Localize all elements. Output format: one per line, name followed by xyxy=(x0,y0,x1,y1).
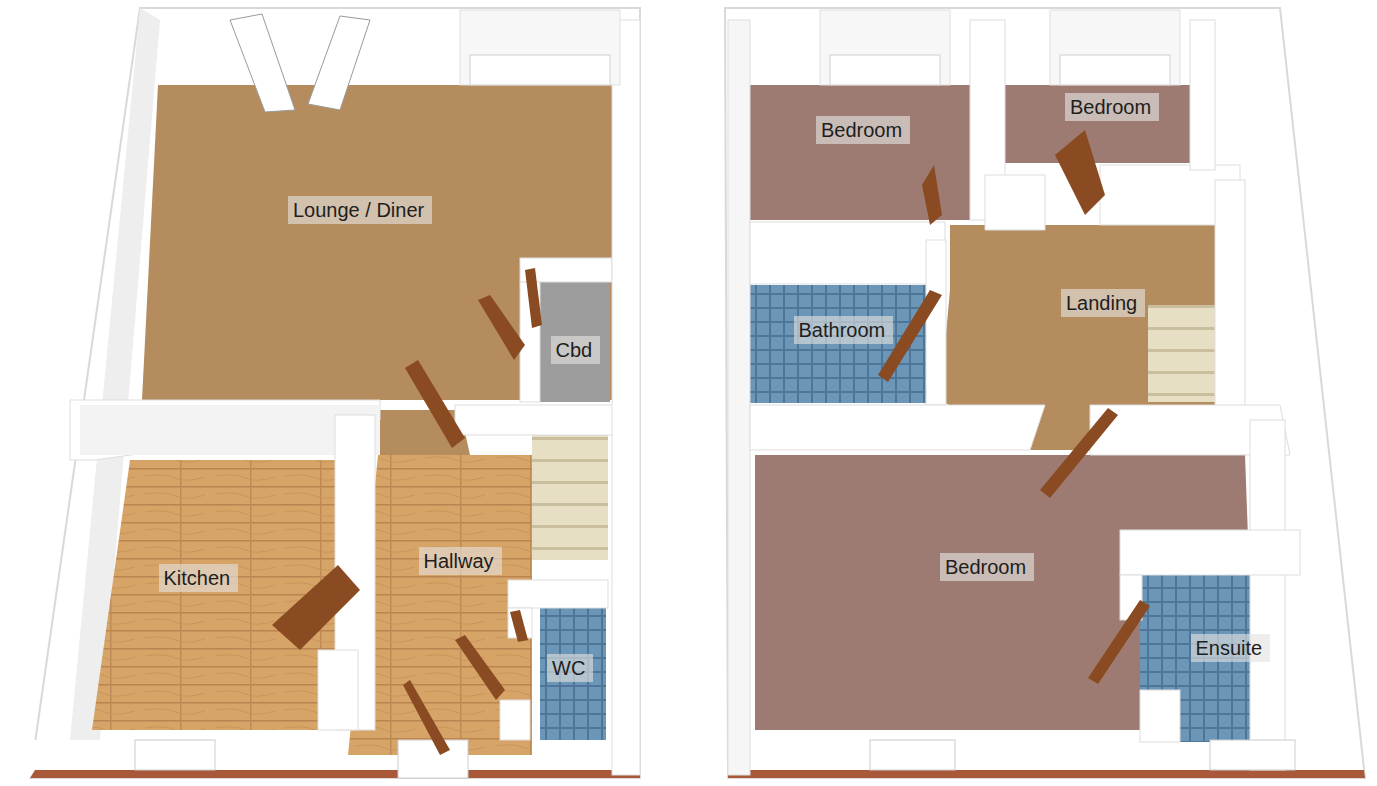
plan-shape xyxy=(985,175,1045,230)
plan-shape xyxy=(1190,20,1215,170)
plan-shape xyxy=(405,360,465,448)
plan-shape xyxy=(725,8,1365,778)
room-label: WC xyxy=(547,654,593,682)
room-label: Kitchen xyxy=(159,564,238,592)
plan-shape xyxy=(540,608,606,740)
room-name: Cbd xyxy=(556,338,595,362)
plan-shape xyxy=(525,268,542,328)
plan-shape xyxy=(870,740,955,770)
room-label: Cbd xyxy=(551,336,600,364)
plan-shape xyxy=(1005,85,1190,163)
plan-shape xyxy=(135,740,215,770)
plan-shape xyxy=(403,680,450,755)
plan-shape xyxy=(532,435,608,560)
room-name: Bedroom xyxy=(1070,95,1154,119)
plan-shape xyxy=(92,460,335,730)
plan-shape xyxy=(1148,305,1215,402)
plan-shape xyxy=(460,10,620,85)
plan-shape xyxy=(830,55,940,85)
first-floor xyxy=(725,8,1365,778)
plan-shape xyxy=(1060,55,1170,85)
plan-shape xyxy=(1040,408,1118,498)
room-name: Bedroom xyxy=(821,118,905,142)
plan-shape xyxy=(478,295,525,360)
plan-shape xyxy=(508,580,608,608)
room-name: Hallway xyxy=(424,549,497,573)
plan-shape xyxy=(0,740,640,778)
plan-shape xyxy=(348,455,532,755)
room-label: Bedroom xyxy=(816,116,910,144)
plan-shape xyxy=(1210,740,1295,770)
plan-shape xyxy=(230,14,295,112)
plan-shape xyxy=(70,400,380,460)
room-label: Bathroom xyxy=(794,316,893,344)
room-label: Ensuite xyxy=(1191,634,1270,662)
plan-shape xyxy=(308,16,370,110)
room-label: Landing xyxy=(1061,289,1145,317)
ground-floor xyxy=(0,8,640,778)
plan-shape xyxy=(1050,10,1180,85)
plan-shape xyxy=(30,770,640,778)
plan-shape xyxy=(1120,530,1300,575)
plan-shape xyxy=(1250,420,1285,770)
plan-shape xyxy=(500,700,530,740)
plan-shape xyxy=(926,240,946,405)
room-name: Bathroom xyxy=(799,318,888,342)
plan-shape xyxy=(318,650,358,730)
plan-shape xyxy=(1215,180,1245,410)
plan-shape xyxy=(470,55,610,85)
plan-shape xyxy=(455,635,505,700)
room-name: Lounge / Diner xyxy=(293,198,427,222)
plan-shape xyxy=(1140,690,1180,742)
plan-shape xyxy=(820,10,950,85)
plan-shape xyxy=(510,610,528,642)
plan-shape xyxy=(750,405,1045,450)
room-label: Bedroom xyxy=(940,553,1034,581)
plan-shape xyxy=(612,20,640,775)
room-name: WC xyxy=(552,656,588,680)
room-label: Lounge / Diner xyxy=(288,196,432,224)
plan-shape xyxy=(750,222,945,284)
plan-shape xyxy=(922,165,942,225)
room-name: Ensuite xyxy=(1196,636,1265,660)
plan-shape xyxy=(1088,600,1150,684)
room-name: Landing xyxy=(1066,291,1140,315)
room-label: Hallway xyxy=(419,547,502,575)
room-label: Bedroom xyxy=(1065,93,1159,121)
plan-shape xyxy=(272,565,360,650)
plan-shape xyxy=(398,740,468,778)
plan-shape xyxy=(455,405,613,435)
plan-shape xyxy=(728,20,750,775)
room-name: Bedroom xyxy=(945,555,1029,579)
plan-shape xyxy=(540,280,610,402)
plan-shape xyxy=(30,8,640,778)
plan-shape xyxy=(728,770,1365,778)
room-name: Kitchen xyxy=(164,566,233,590)
plan-shape xyxy=(1055,130,1105,215)
